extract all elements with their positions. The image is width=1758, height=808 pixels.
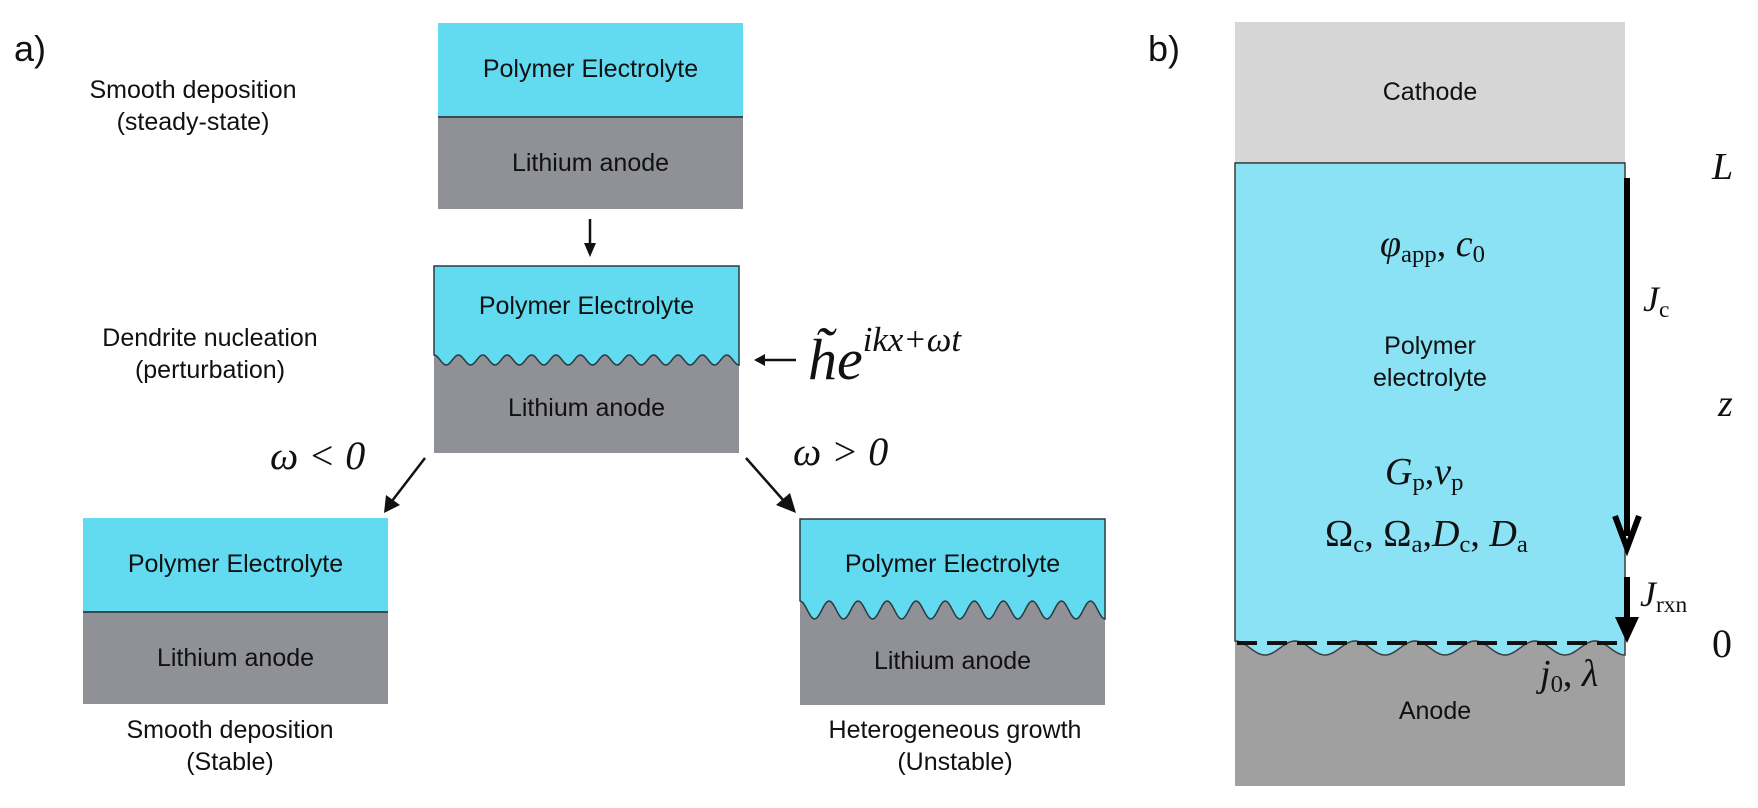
omega-c-symbol: Ω bbox=[1325, 513, 1354, 555]
phi-subscript: app bbox=[1401, 241, 1437, 269]
poisson-ratio-symbol: ν bbox=[1434, 451, 1452, 493]
separator: , bbox=[1562, 653, 1582, 695]
electrolyte-label-line1: Polymer bbox=[1384, 332, 1476, 360]
arrow-left-icon bbox=[754, 354, 796, 366]
flux-rxn-label: Jrxn bbox=[1640, 573, 1687, 619]
exchange-current-subscript: 0 bbox=[1550, 671, 1563, 699]
anode-label: Anode bbox=[1398, 697, 1472, 725]
stage2-caption-line1: Dendrite nucleation bbox=[102, 324, 318, 352]
diffusivity-a-symbol: D bbox=[1489, 513, 1517, 555]
shear-modulus-symbol: G bbox=[1385, 451, 1413, 493]
stable-anode-layer: Lithium anode bbox=[83, 611, 388, 704]
stage2-electrolyte-label: Polymer Electrolyte bbox=[478, 291, 695, 320]
stage2-wavy-interface bbox=[433, 265, 740, 366]
unstable-electrolyte-label: Polymer Electrolyte bbox=[844, 549, 1061, 578]
arrow-down-left-icon bbox=[384, 457, 426, 513]
electrolyte-label: Polymer electrolyte bbox=[1355, 330, 1505, 394]
stage1-caption-line2: (steady-state) bbox=[116, 108, 270, 136]
poisson-ratio-subscript: p bbox=[1451, 469, 1464, 497]
stable-anode-label: Lithium anode bbox=[156, 644, 315, 672]
stable-electrolyte-label: Polymer Electrolyte bbox=[127, 550, 344, 578]
panel-a-label: a) bbox=[14, 28, 47, 69]
perturbation-base: h̃e bbox=[808, 326, 863, 392]
flux-rxn-arrow-icon bbox=[1615, 577, 1639, 643]
stage1-caption-line1: Smooth deposition bbox=[89, 76, 297, 104]
phi-symbol: φ bbox=[1380, 223, 1402, 265]
omega-a-symbol: Ω bbox=[1383, 513, 1412, 555]
axis-label-z: z bbox=[1718, 383, 1733, 425]
stage1-anode-label: Lithium anode bbox=[511, 149, 670, 177]
flux-rxn-symbol: J bbox=[1640, 574, 1656, 614]
axis-label-L: L bbox=[1712, 146, 1734, 188]
axis-label-0: 0 bbox=[1712, 621, 1732, 666]
stage1-electrolyte-label: Polymer Electrolyte bbox=[482, 55, 699, 83]
applied-potential-concentration: φapp, c0 bbox=[1380, 222, 1485, 269]
transport-parameters: Ωc, Ωa,Dc, Da bbox=[1325, 513, 1528, 559]
stage1-anode-layer: Lithium anode bbox=[438, 116, 743, 209]
unstable-anode-text: Lithium anode bbox=[800, 631, 1105, 691]
shear-modulus-subscript: p bbox=[1412, 469, 1425, 497]
stage2-anode-text: Lithium anode bbox=[434, 378, 739, 438]
mechanical-parameters: Gp,νp bbox=[1385, 450, 1464, 497]
stage1-stack: Polymer Electrolyte Lithium anode bbox=[438, 23, 743, 209]
diffusivity-a-subscript: a bbox=[1516, 531, 1528, 559]
stage1-caption: Smooth deposition (steady-state) bbox=[62, 74, 324, 138]
stage2-stack: Polymer Electrolyte Lithium anode bbox=[433, 265, 740, 453]
c-symbol: c bbox=[1455, 223, 1473, 265]
stable-stack: Polymer Electrolyte Lithium anode bbox=[83, 518, 388, 704]
stage2-electrolyte-layer: Polymer Electrolyte bbox=[434, 276, 739, 336]
unstable-caption-line2: (Unstable) bbox=[897, 748, 1013, 776]
diffusivity-c-subscript: c bbox=[1459, 531, 1471, 559]
stage2-caption-line2: (perturbation) bbox=[134, 356, 286, 384]
cathode-region: Cathode bbox=[1235, 22, 1625, 163]
omega-a-subscript: a bbox=[1411, 531, 1423, 559]
perturbation-formula: h̃eikx+ωt bbox=[808, 300, 961, 400]
wavelength-symbol: λ bbox=[1581, 653, 1599, 695]
cathode-label: Cathode bbox=[1382, 77, 1478, 106]
stage2-caption: Dendrite nucleation (perturbation) bbox=[78, 322, 342, 386]
stage2-anode-label: Lithium anode bbox=[507, 393, 666, 422]
c-subscript: 0 bbox=[1472, 241, 1485, 269]
flux-c-arrow-icon bbox=[1612, 178, 1642, 557]
electrolyte-label-line2: electrolyte bbox=[1373, 364, 1487, 392]
separator: , bbox=[1436, 223, 1456, 265]
unstable-wavy-interface bbox=[799, 518, 1106, 621]
unstable-caption: Heterogeneous growth (Unstable) bbox=[790, 714, 1120, 778]
perturbation-exponent: ikx+ωt bbox=[862, 320, 962, 359]
unstable-electrolyte-layer: Polymer Electrolyte bbox=[800, 534, 1105, 594]
flux-c-symbol: J bbox=[1643, 279, 1659, 319]
unstable-stack: Polymer Electrolyte Lithium anode bbox=[799, 518, 1106, 705]
stage1-electrolyte-layer: Polymer Electrolyte bbox=[438, 23, 743, 116]
flux-c-subscript: c bbox=[1658, 296, 1670, 323]
arrow-down-right-icon bbox=[745, 457, 796, 513]
stable-caption-line2: (Stable) bbox=[186, 748, 274, 776]
omega-c-subscript: c bbox=[1353, 531, 1365, 559]
flux-c-label: Jc bbox=[1643, 278, 1669, 324]
diffusivity-c-symbol: D bbox=[1431, 513, 1460, 555]
panel-b-label: b) bbox=[1148, 28, 1181, 69]
stable-caption: Smooth deposition (Stable) bbox=[80, 714, 380, 778]
electrolyte-region bbox=[1234, 162, 1626, 656]
stable-caption-line1: Smooth deposition bbox=[126, 716, 334, 744]
flux-rxn-subscript: rxn bbox=[1655, 591, 1688, 618]
unstable-condition: ω > 0 bbox=[793, 429, 889, 474]
stable-electrolyte-layer: Polymer Electrolyte bbox=[83, 518, 388, 611]
unstable-anode-label: Lithium anode bbox=[873, 646, 1032, 675]
unstable-caption-line1: Heterogeneous growth bbox=[828, 716, 1082, 744]
exchange-current-symbol: j bbox=[1540, 653, 1551, 695]
separator: , bbox=[1424, 451, 1435, 493]
stable-condition: ω < 0 bbox=[270, 433, 366, 478]
arrow-down-icon bbox=[584, 219, 596, 257]
kinetics-parameters: j0, λ bbox=[1540, 652, 1598, 699]
